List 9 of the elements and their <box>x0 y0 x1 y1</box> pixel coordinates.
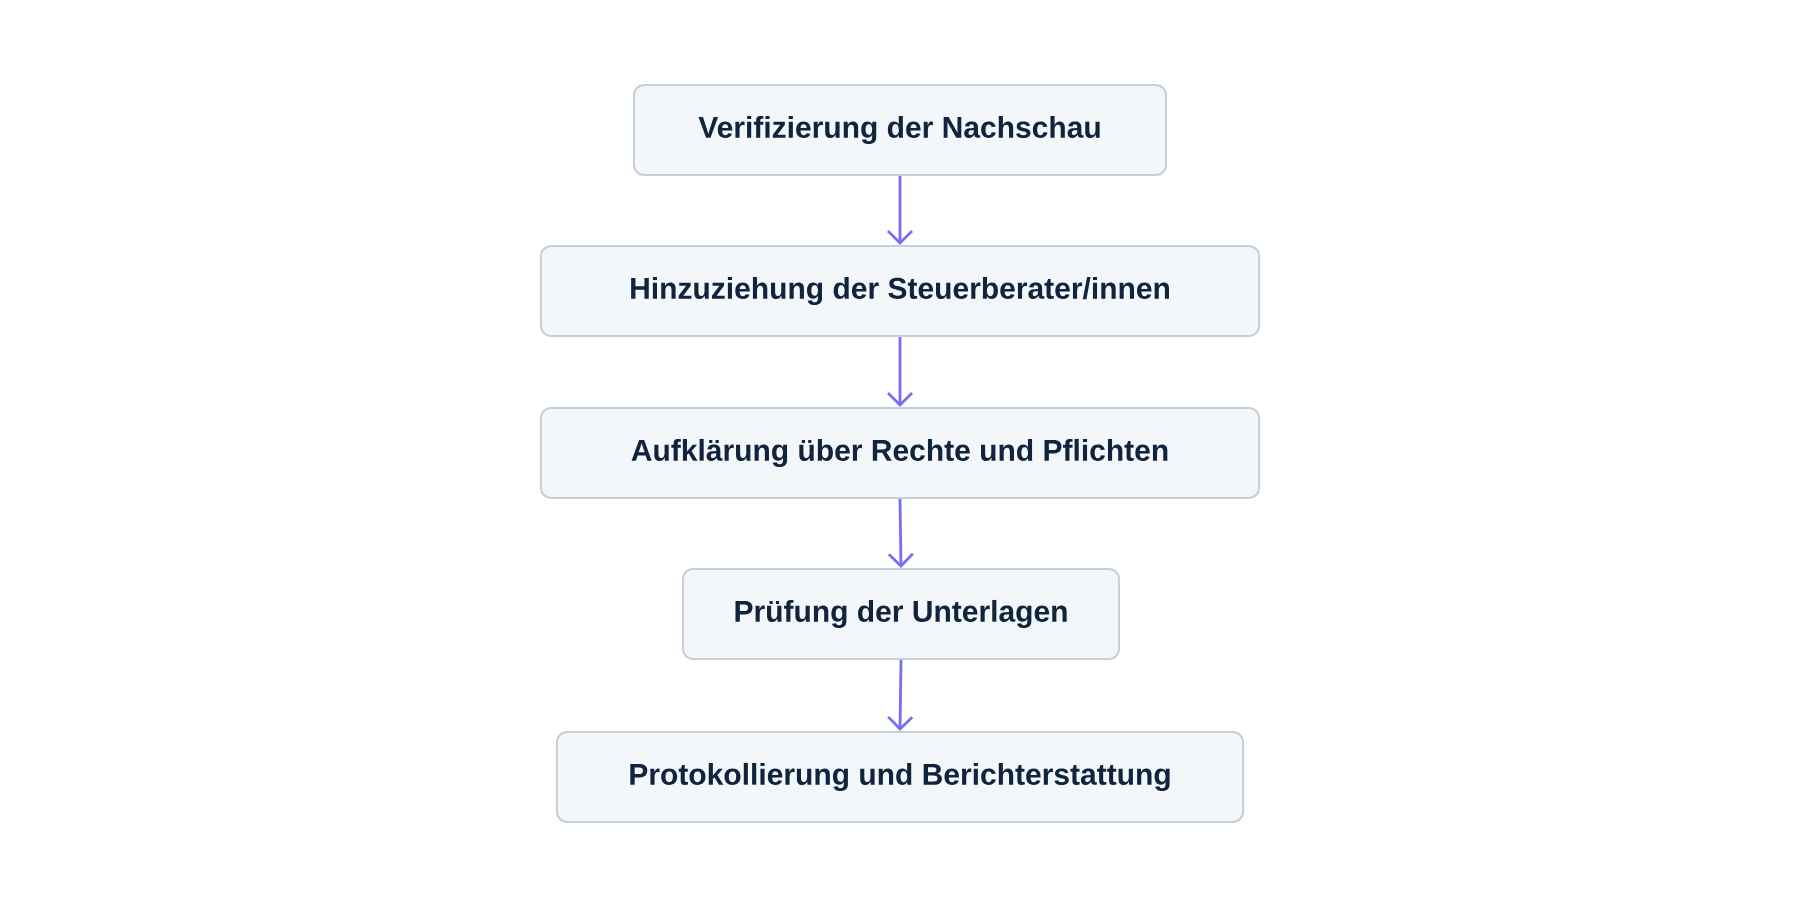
arrow <box>887 176 913 245</box>
process-box: Verifizierung der Nachschau <box>633 84 1167 176</box>
arrow <box>887 337 913 407</box>
arrow <box>887 659 914 731</box>
process-box: Prüfung der Unterlagen <box>682 568 1120 660</box>
process-box: Hinzuziehung der Steuerberater/innen <box>540 245 1260 337</box>
arrow <box>887 498 914 568</box>
process-box: Protokollierung und Berichterstattung <box>556 731 1244 823</box>
process-box: Aufklärung über Rechte und Pflichten <box>540 407 1260 499</box>
